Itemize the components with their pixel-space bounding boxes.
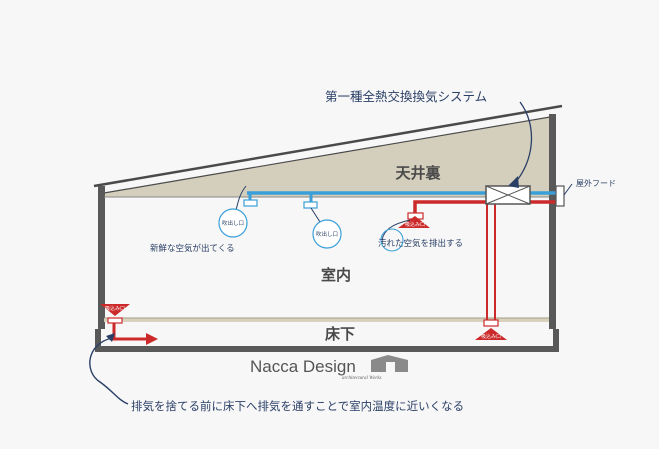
underfloor-exhaust-grille xyxy=(483,319,499,327)
dirty-air-note: 汚れた空気を排出する xyxy=(378,238,463,249)
exhaust-note-leader xyxy=(381,219,411,241)
logo-house-window xyxy=(386,362,395,372)
logo-subtitle: architectural Works xyxy=(342,376,382,381)
outdoor-hood-label: 屋外フード xyxy=(576,178,616,188)
underfloor-intake-label: 吸込み口 xyxy=(481,333,501,340)
floor-intake-marker xyxy=(100,304,130,316)
right-wall xyxy=(549,114,556,329)
underfloor-flow-arrow xyxy=(146,333,158,345)
floor-intake-grille xyxy=(107,317,123,324)
footer-note: 排気を捨てる前に床下へ排気を通すことで室内温度に近いくなる xyxy=(131,399,464,413)
heat-exchanger-cross-2 xyxy=(485,185,531,205)
supply-outlet-bubble-2 xyxy=(312,219,342,249)
roof-line xyxy=(93,104,563,188)
zone-attic: 天井裏 xyxy=(395,164,441,182)
fresh-air-note: 新鮮な空気が出てくる xyxy=(150,243,235,254)
footer-leader-arrowhead xyxy=(106,333,115,342)
hood-leader-line xyxy=(563,183,573,196)
room-intake-label: 吸込み口 xyxy=(405,221,425,228)
supply-outlet-leader-2 xyxy=(310,207,321,223)
supply-outlet-label-2: 吹出し口 xyxy=(316,230,338,238)
system-title: 第一種全熱交換換気システム xyxy=(325,89,487,104)
nacca-design-logo: Nacca Design architectural Works xyxy=(250,355,408,381)
foundation xyxy=(95,329,559,352)
supply-outlet-bubble-1 xyxy=(218,208,248,238)
floor-intake-label: 吸込み口 xyxy=(105,305,125,312)
underfloor-intake-marker xyxy=(475,328,507,340)
footer-leader-swoop xyxy=(89,337,129,405)
roof-underside xyxy=(103,115,557,194)
outdoor-hood xyxy=(555,185,565,207)
exhaust-note-bubble xyxy=(380,228,404,252)
attic-space xyxy=(104,116,556,197)
zone-room: 室内 xyxy=(321,266,351,284)
room-intake-marker xyxy=(398,216,430,228)
supply-outlet-label-1: 吹出し口 xyxy=(222,219,244,227)
supply-diffuser-2 xyxy=(303,201,318,209)
floor-slab xyxy=(104,318,549,322)
left-wall xyxy=(98,186,105,329)
logo-text: Nacca Design xyxy=(250,357,356,376)
title-arrowhead xyxy=(508,176,519,188)
zone-underfloor: 床下 xyxy=(325,325,355,343)
underfloor-flow-pipe xyxy=(112,323,148,341)
supply-diffuser-1 xyxy=(243,199,258,207)
title-leader-arrow xyxy=(513,101,533,185)
